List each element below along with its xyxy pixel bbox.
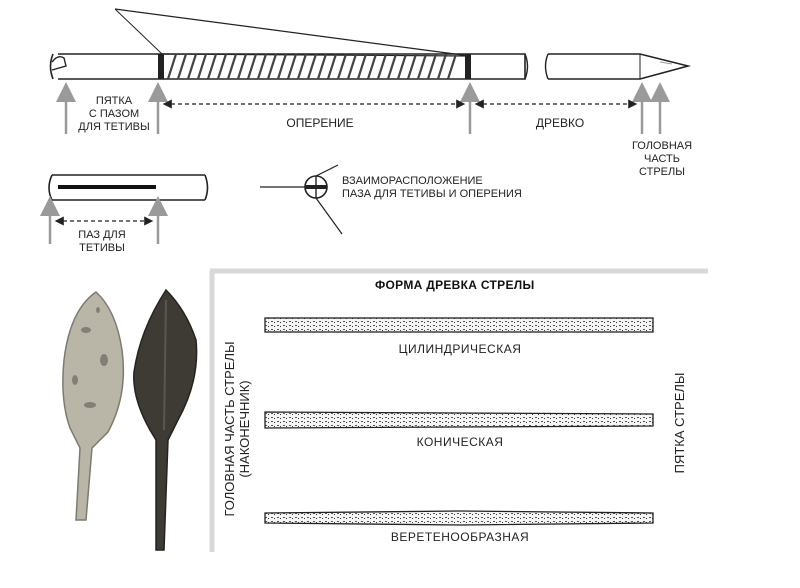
label-nock-heel: ПЯТКА С ПАЗОМ ДЛЯ ТЕТИВЫ bbox=[78, 95, 150, 133]
shaft-forms-frame bbox=[209, 268, 708, 552]
label-fletching: ОПЕРЕНИЕ bbox=[286, 116, 354, 130]
label-head-vertical: ГОЛОВНАЯ ЧАСТЬ СТРЕЛЫ (НАКОНЕЧНИК) bbox=[222, 341, 252, 517]
label-nock-groove: ПАЗ ДЛЯ ТЕТИВЫ bbox=[78, 229, 126, 254]
nock-detail-drawing bbox=[48, 174, 209, 201]
cross-section-icon bbox=[260, 164, 343, 235]
pointer-arrows-nock bbox=[40, 196, 168, 244]
label-heel-vertical: ПЯТКА СТРЕЛЫ bbox=[672, 372, 687, 474]
shaft-form-cylindrical bbox=[264, 317, 654, 333]
pointer-arrows-top bbox=[56, 82, 670, 134]
shaft-form-conical bbox=[264, 411, 654, 429]
shaft-form-title: ФОРМА ДРЕВКА СТРЕЛЫ bbox=[375, 278, 535, 292]
shaft-form-spindle bbox=[264, 510, 654, 526]
label-head: ГОЛОВНАЯ ЧАСТЬ СТРЕЛЫ bbox=[631, 140, 693, 178]
shape-label-spindle: ВЕРЕТЕНООБРАЗНАЯ bbox=[390, 530, 530, 544]
shape-label-cylindrical: ЦИЛИНДРИЧЕСКАЯ bbox=[398, 342, 522, 356]
arrowhead-photo-stone bbox=[62, 291, 125, 521]
arrowhead-photo-iron bbox=[133, 288, 198, 551]
label-shaft: ДРЕВКО bbox=[535, 116, 585, 130]
arrow-main-drawing bbox=[49, 8, 692, 80]
shape-label-conical: КОНИЧЕСКАЯ bbox=[416, 435, 504, 449]
label-relative-position: ВЗАИМОРАСПОЛОЖЕНИЕ ПАЗА ДЛЯ ТЕТИВЫ И ОПЕ… bbox=[342, 175, 522, 200]
